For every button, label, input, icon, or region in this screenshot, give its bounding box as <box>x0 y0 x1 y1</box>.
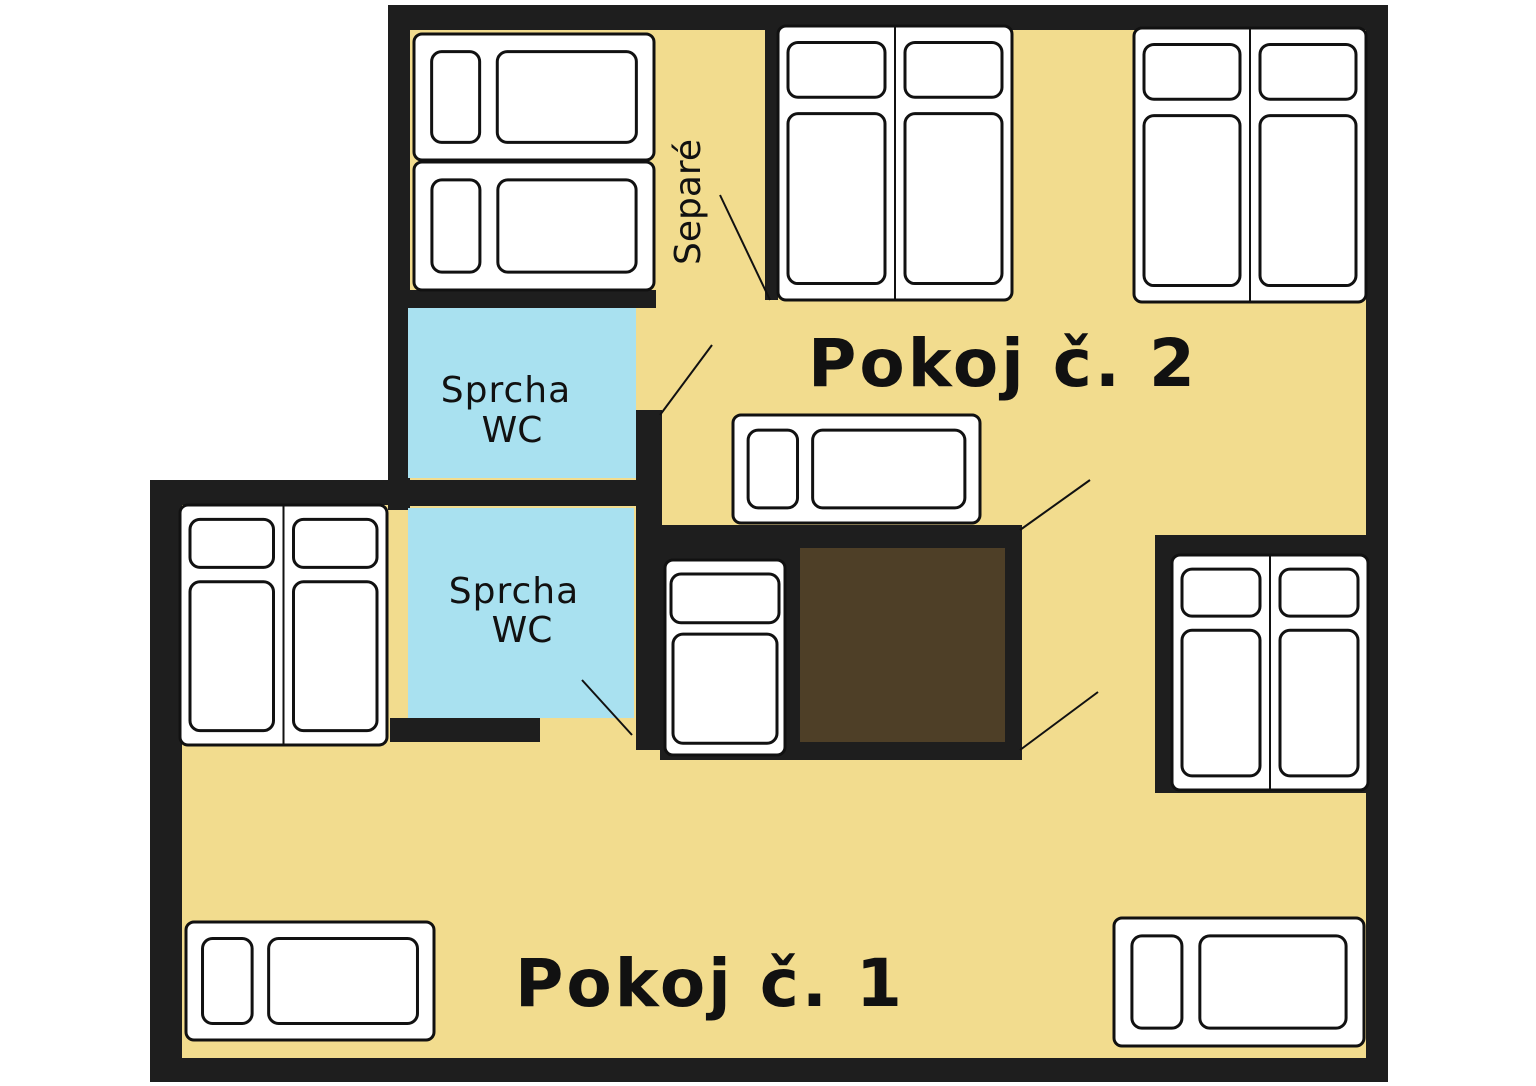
bathroom-1-label-shower: Sprcha <box>441 370 571 411</box>
room-1-label: Pokoj č. 1 <box>515 945 905 1022</box>
double-bed <box>1170 553 1370 792</box>
wall-between-showers <box>390 480 660 506</box>
door-lines <box>581 194 1099 751</box>
bathroom-2 <box>408 508 634 718</box>
double-bed <box>1132 26 1368 304</box>
bed <box>412 160 656 292</box>
door-central-top <box>1019 479 1091 531</box>
bed <box>412 32 656 162</box>
bathroom-1-label-wc: WC <box>482 410 543 451</box>
door-bathroom-2 <box>581 679 633 736</box>
double-bed <box>776 24 1014 302</box>
wall-upper-left-room <box>400 290 656 308</box>
wall-separe <box>765 25 778 300</box>
bathroom-2-label-shower: Sprcha <box>449 571 579 612</box>
door-separe <box>719 194 771 301</box>
bathroom-2-label-wc: WC <box>492 610 553 651</box>
wall-shower-right <box>636 410 662 750</box>
separe-label: Separé <box>668 139 709 265</box>
door-bathroom-1 <box>659 344 713 416</box>
bed <box>1112 916 1366 1048</box>
wall-below-shower <box>390 718 540 742</box>
double-bed <box>178 503 389 747</box>
room-2-label: Pokoj č. 2 <box>808 325 1198 402</box>
bed <box>184 920 436 1042</box>
bed <box>731 413 982 525</box>
bathroom-1 <box>408 308 636 478</box>
bed <box>663 558 787 757</box>
staircase <box>800 548 1005 742</box>
door-central-bottom <box>1019 691 1099 751</box>
wall-left-upper <box>388 30 410 510</box>
